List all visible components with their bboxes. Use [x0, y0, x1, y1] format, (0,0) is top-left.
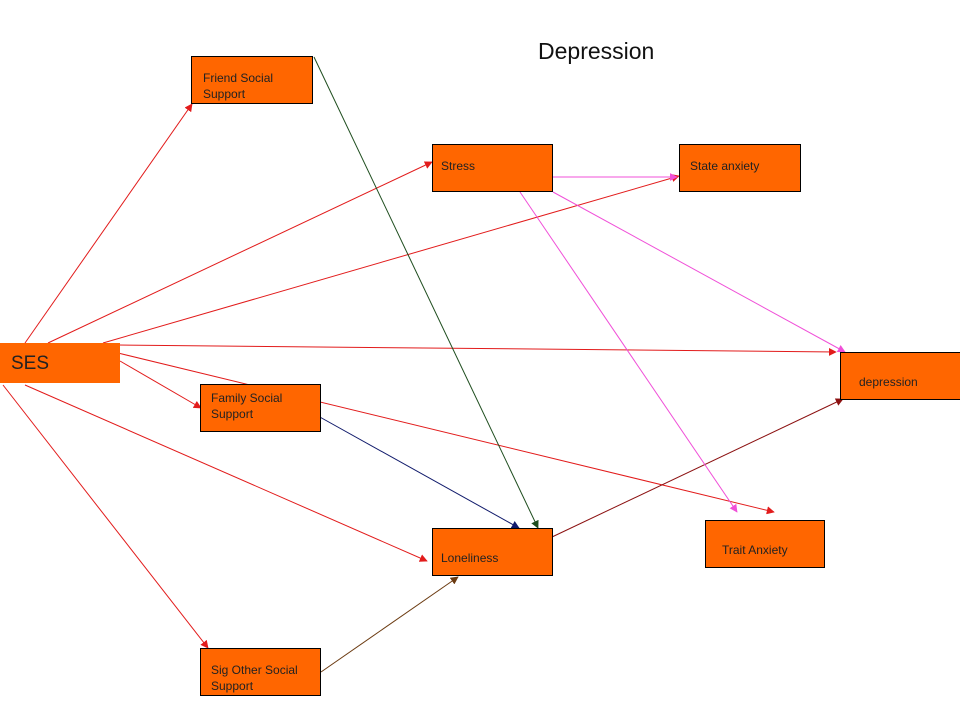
- node-state-anxiety: State anxiety: [679, 144, 801, 192]
- node-stress-label: Stress: [441, 159, 476, 173]
- edge-ses-to-sigother: [2, 384, 209, 649]
- node-stress: Stress: [432, 144, 553, 192]
- node-depression-label: depression: [859, 375, 918, 389]
- edge-friend-to-loneliness: [313, 56, 539, 529]
- edge-ses-to-stress: [47, 161, 433, 344]
- node-trait-anxiety: Trait Anxiety: [705, 520, 825, 568]
- edge-family-to-loneliness: [317, 415, 520, 529]
- edge-sigother-to-loneliness: [320, 576, 459, 673]
- node-loneliness: Loneliness: [432, 528, 553, 576]
- node-ses: SES: [0, 343, 120, 383]
- edge-stress-to-trait: [519, 191, 738, 513]
- edge-ses-to-depression: [117, 344, 837, 356]
- diagram-title: Depression: [538, 38, 655, 64]
- node-sigother-label: Sig Other Social Support: [211, 663, 298, 693]
- edge-ses-to-loneliness: [24, 384, 428, 562]
- edge-ses-to-state: [102, 174, 680, 344]
- edge-loneliness-to-depression: [551, 398, 844, 538]
- node-friend-label: Friend Social Support: [203, 71, 274, 101]
- node-loneliness-label: Loneliness: [441, 551, 499, 565]
- node-family-social-support: Family Social Support: [200, 384, 321, 432]
- edge-ses-to-family: [119, 360, 202, 409]
- node-trait-label: Trait Anxiety: [722, 543, 788, 557]
- node-family-label: Family Social Support: [211, 391, 283, 421]
- node-sig-other-social-support: Sig Other Social Support: [200, 648, 321, 696]
- node-state-label: State anxiety: [690, 159, 760, 173]
- node-ses-label: SES: [11, 353, 50, 374]
- node-friend-social-support: Friend Social Support: [191, 56, 313, 104]
- node-depression: depression: [840, 352, 960, 400]
- edge-ses-to-trait: [117, 352, 775, 515]
- edge-stress-to-depression: [552, 191, 846, 353]
- edge-ses-to-friend: [24, 103, 193, 344]
